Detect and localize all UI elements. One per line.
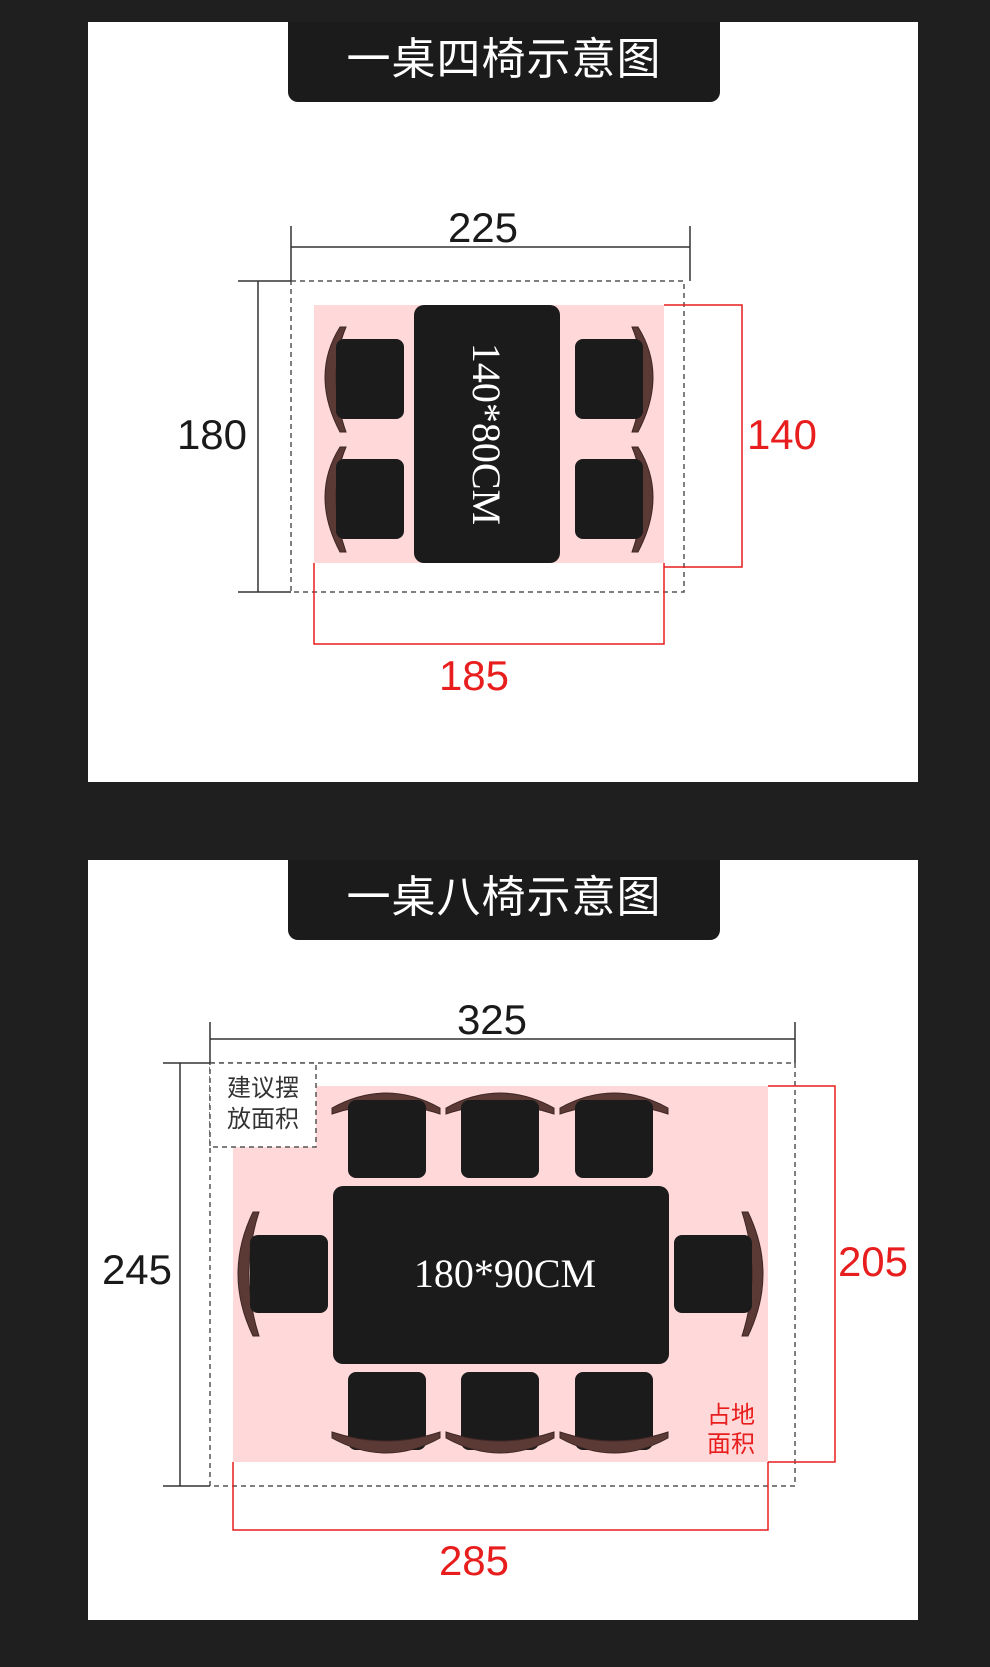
suggested-area-box <box>209 1062 796 1487</box>
chair-top-2 <box>445 1092 555 1178</box>
suggested-area-box <box>290 280 685 593</box>
suggested-width-label: 225 <box>448 204 518 251</box>
table-size-label: 140*80CM <box>464 343 509 525</box>
suggested-area-note-line2: 放面积 <box>227 1105 299 1133</box>
chair-left-end <box>237 1211 328 1337</box>
chair-bottom-3 <box>559 1372 669 1454</box>
eight-chair-title: 一桌八椅示意图 <box>288 860 720 940</box>
table-size-label: 180*90CM <box>414 1251 596 1296</box>
chair-right-bottom <box>575 446 654 553</box>
chair-bottom-1 <box>331 1372 441 1454</box>
footprint-note-line1: 占地 <box>707 1401 755 1429</box>
suggested-depth-label: 180 <box>177 411 247 458</box>
footprint-depth-bracket <box>768 1085 836 1463</box>
footprint-width-bracket <box>313 563 665 645</box>
chair-bottom-2 <box>445 1372 555 1454</box>
suggested-width-label: 325 <box>457 996 527 1043</box>
suggested-area-note-line1: 建议摆 <box>227 1074 299 1102</box>
chair-top-1 <box>331 1092 441 1178</box>
four-chair-panel: 一桌四椅示意图 225 180 140 185 140*80CM <box>88 22 918 782</box>
chair-left-bottom <box>324 446 404 553</box>
footprint-width-label: 185 <box>439 652 509 699</box>
footprint-width-bracket <box>232 1462 769 1531</box>
table-top <box>333 1186 669 1364</box>
suggested-area-note-box <box>209 1062 317 1148</box>
footprint-depth-bracket <box>664 304 743 568</box>
chair-left-top <box>324 326 404 433</box>
eight-chair-diagram: 建议摆 放面积 325 245 205 285 占地 面积 180*90CM <box>102 996 908 1584</box>
footprint-depth-label: 140 <box>747 411 817 458</box>
four-chair-title: 一桌四椅示意图 <box>288 22 720 102</box>
chair-right-end <box>674 1211 764 1337</box>
table-top <box>414 305 560 563</box>
footprint-width-label: 285 <box>439 1537 509 1584</box>
eight-chair-panel: 一桌八椅示意图 建议摆 放面积 325 245 205 285 占地 面积 18… <box>88 860 918 1620</box>
footprint-depth-label: 205 <box>838 1238 908 1285</box>
four-chair-diagram: 225 180 140 185 140*80CM <box>177 204 817 699</box>
chair-right-top <box>575 326 654 433</box>
chair-top-3 <box>559 1092 669 1178</box>
footprint-note-line2: 面积 <box>707 1430 755 1458</box>
suggested-depth-label: 245 <box>102 1246 172 1293</box>
